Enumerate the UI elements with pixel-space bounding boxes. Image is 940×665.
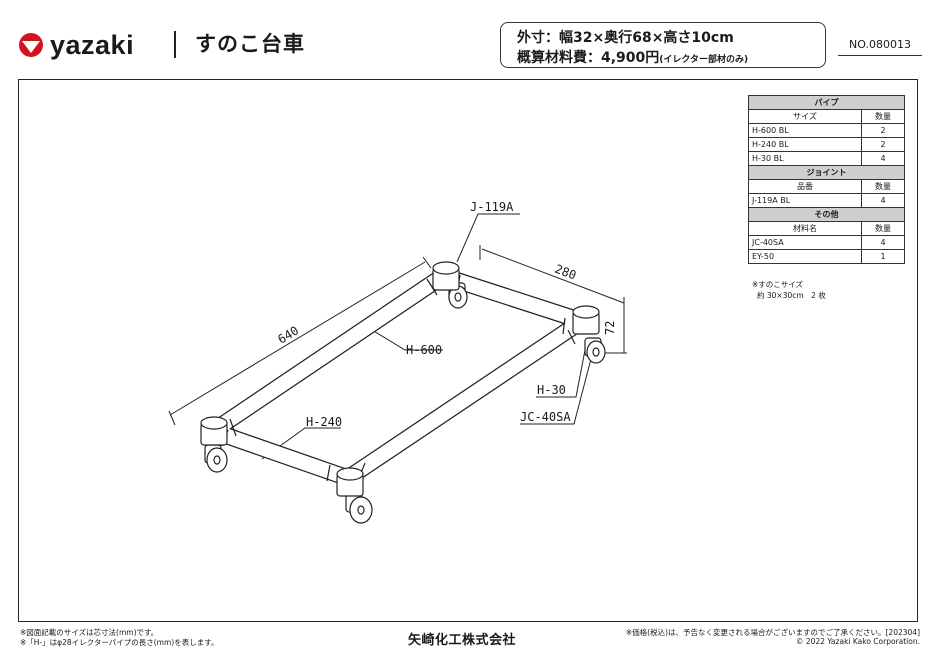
footer-price-note: ※価格(税込)は、予告なく変更される場合がございますのでご了承ください。[202… [625,628,920,637]
part-name: J-119A BL [748,193,862,208]
col-header-name: 材料名 [748,221,862,236]
spec-cost-note: (イレクター部材のみ) [659,55,749,65]
pipe-front-short [205,423,356,486]
label-length: 640 [275,323,301,346]
label-short-pipe: H-240 [306,415,342,429]
slat-note-body: 約 30×30cm 2 枚 [757,291,826,300]
dim-line-width [481,248,625,304]
pipe-left-long [205,268,451,439]
spec-dimensions: 外寸：幅32×奥行68×高さ10cm [517,30,734,46]
col-header-qty: 数量 [861,179,905,194]
label-joint: J-119A [470,200,514,214]
part-qty: 2 [861,123,905,138]
leader-caster [520,354,593,425]
part-qty: 4 [861,151,905,166]
caster-wheel-left [206,447,228,473]
part-qty: 1 [861,249,905,264]
part-name: H-240 BL [748,137,862,152]
section-header-joint: ジョイント [748,165,905,180]
joint-cap-left [200,416,228,430]
header-separator [174,31,176,58]
part-qty: 4 [861,235,905,250]
footer-note-size: ※図面記載のサイズは芯寸法(mm)です。 [20,628,159,637]
part-name: H-30 BL [748,151,862,166]
col-header-name: 品番 [748,179,862,194]
joint-cap-front [336,467,364,481]
section-header-other: その他 [748,207,905,222]
col-header-qty: 数量 [861,109,905,124]
label-long-pipe: H-600 [406,343,442,357]
section-header-pipe: パイプ [748,95,905,110]
table-row: J-119A BL 4 [748,193,905,208]
label-height: 72 [603,321,617,335]
brand-name: yazaki [50,30,135,60]
table-row: H-600 BL 2 [748,123,905,138]
col-header-qty: 数量 [861,221,905,236]
pipe-right-long [340,313,590,486]
yazaki-logo-mark-icon [19,33,43,57]
leader-joint [456,213,520,263]
part-name: EY-50 [748,249,862,264]
dim-tick-length-start [168,410,176,426]
label-post: H-30 [537,383,566,397]
spec-cost-main: 概算材料費：4,900円 [517,50,660,66]
slat-note-title: ※すのこサイズ [752,280,804,289]
spec-cost: 概算材料費：4,900円(イレクター部材のみ) [517,47,748,67]
yazaki-logo: yazaki [18,30,134,60]
drawing-frame [18,79,918,622]
footer-note-pipe: ※「H-」はφ28イレクターパイプの長さ(mm)を表します。 [20,638,219,647]
caster-wheel-front [349,496,373,524]
table-row: H-30 BL 4 [748,151,905,166]
document-number: NO.080013 [849,38,911,51]
part-name: JC-40SA [748,235,862,250]
caster-wheel-right [586,340,606,364]
footer-copyright: © 2022 Yazaki Kako Corporation. [796,637,920,646]
part-name: H-600 BL [748,123,862,138]
document-number-underline [838,55,922,56]
part-qty: 4 [861,193,905,208]
table-row: EY-50 1 [748,249,905,264]
label-width: 280 [553,262,578,283]
joint-cap-right [572,305,600,319]
dim-tick-length-end [422,256,432,269]
table-row: JC-40SA 4 [748,235,905,250]
label-caster: JC-40SA [520,410,571,424]
dim-line-length [169,261,426,416]
part-qty: 2 [861,137,905,152]
leader-post [536,344,587,398]
page-title: すのこ台車 [195,32,305,56]
pipe-back-short [435,268,590,329]
col-header-name: サイズ [748,109,862,124]
spec-box [500,22,826,68]
leader-long-pipe [371,329,443,351]
table-row: H-240 BL 2 [748,137,905,152]
footer-company: 矢崎化工株式会社 [408,633,517,648]
parts-table: パイプ サイズ 数量 H-600 BL 2 H-240 BL 2 H-30 BL… [748,95,905,264]
joint-cap-back [432,261,460,275]
